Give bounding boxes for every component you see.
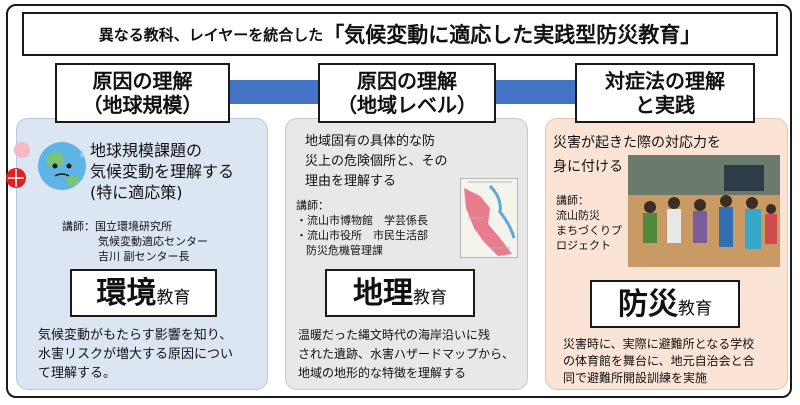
flow-arrow-1-shaft [230, 80, 320, 104]
outer-frame [6, 4, 792, 398]
lecturer-line: 講師：国立環境研究所 [62, 220, 172, 233]
evacuation-drill-photo [628, 155, 780, 267]
lecturer-line: 吉川 副センター長 [98, 250, 190, 263]
intro-line: 身に付ける [553, 159, 623, 175]
header-line: （地球規模） [82, 93, 203, 117]
header-line: 原因の理解 [357, 69, 457, 93]
intro-line: (特に適応策) [90, 183, 183, 202]
subject-big: 防災 [618, 287, 678, 322]
subject-environment: 環境 教育 [70, 269, 217, 317]
subject-big: 環境 [96, 276, 157, 311]
intro-line: 理由を理解する [305, 174, 397, 189]
intro-line: 災上の危険個所と、その [305, 154, 448, 169]
title-main: 「気候変動に適応した実践型防災教育」 [323, 23, 702, 47]
header-countermeasure: 対症法の理解 と実践 [575, 63, 755, 123]
subject-small: 教育 [678, 299, 712, 319]
description-line: て理解する。 [38, 366, 117, 381]
page-title: 異なる教科、レイヤーを統合した 「気候変動に適応した実践型防災教育」 [22, 12, 778, 56]
intro-line: 地球規模課題の [90, 141, 203, 160]
title-prefix: 異なる教科、レイヤーを統合した [98, 25, 324, 44]
header-global-cause: 原因の理解 （地球規模） [55, 63, 230, 123]
description-line: された遺跡、水害ハザードマップから、 [298, 347, 515, 361]
description-line: 災害時に、実際に避難所となる学校 [563, 337, 755, 351]
description-line: の体育館を舞台に、地元自治会と合 [563, 354, 755, 368]
subject-small: 教育 [156, 288, 191, 308]
lecturer-line: 講師： [556, 194, 589, 207]
header-line: と実践 [635, 93, 695, 117]
lecturer-line: 流山防災 [556, 209, 600, 222]
sick-earth-icon [6, 142, 86, 190]
subject-disaster-prevention: 防災 教育 [590, 280, 740, 328]
lecturer-line: ・流山市博物館 学芸係長 [296, 214, 428, 227]
intro-line: 災害が起きた際の対応力を [553, 135, 721, 151]
panel-environment [16, 118, 268, 390]
flow-arrow-2-shaft [495, 80, 577, 104]
description-line: 同で避難所開設訓練を実施 [563, 371, 708, 385]
hazard-map-icon [460, 178, 518, 258]
subject-big: 地理 [353, 276, 413, 311]
lecturer-line: 講師： [296, 199, 329, 212]
description-line: 気候変動がもたらす影響を知り、 [38, 328, 233, 343]
description-line: 温暖だった縄文時代の海岸沿いに残 [298, 328, 491, 342]
lecturer-line: 防災危機管理課 [306, 244, 383, 257]
header-line: 対症法の理解 [605, 69, 725, 93]
description-line: 地域の地形的な特徴を理解する [298, 366, 467, 380]
header-local-cause: 原因の理解 （地域レベル） [318, 63, 496, 123]
lecturer-line: ロジェクト [556, 239, 611, 252]
intro-line: 地域固有の具体的な防 [305, 134, 436, 149]
subject-small: 教育 [413, 288, 447, 308]
lecturer-line: 気候変動適応センター [98, 235, 208, 248]
subject-geography: 地理 教育 [325, 269, 475, 317]
header-line: （地域レベル） [337, 93, 477, 117]
description-line: 水害リスクが増大する原因につい [38, 347, 234, 362]
lecturer-line: まちづくりプ [556, 224, 622, 237]
intro-line: 気候変動を理解する [90, 162, 235, 181]
lecturer-line: ・流山市役所 市民生活部 [296, 229, 428, 242]
header-line: 原因の理解 [92, 69, 193, 93]
